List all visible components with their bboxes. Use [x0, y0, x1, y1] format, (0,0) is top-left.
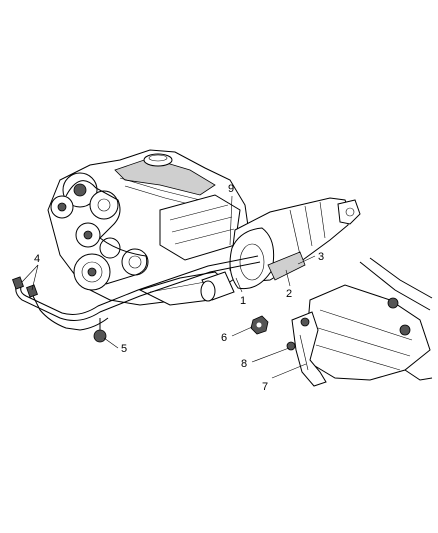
- nut-part: [250, 315, 269, 335]
- mount-bracket: [286, 311, 327, 387]
- callout-labels: 9 1 2 3 4 5 6 8 7: [34, 183, 324, 393]
- frame-crossmember: [304, 257, 433, 381]
- callout-1: 1: [240, 295, 246, 307]
- transmission-assembly: [229, 197, 361, 290]
- callout-9: 9: [228, 183, 234, 195]
- cooler-lines: [12, 255, 261, 343]
- callout-8: 8: [241, 358, 247, 370]
- engine-assembly: [47, 149, 251, 306]
- callout-5: 5: [121, 343, 127, 355]
- callout-6: 6: [221, 332, 227, 344]
- callout-3: 3: [318, 251, 324, 263]
- callout-2: 2: [286, 288, 292, 300]
- callout-7: 7: [262, 381, 268, 393]
- leader-lines: [21, 195, 316, 379]
- callout-4: 4: [34, 253, 40, 265]
